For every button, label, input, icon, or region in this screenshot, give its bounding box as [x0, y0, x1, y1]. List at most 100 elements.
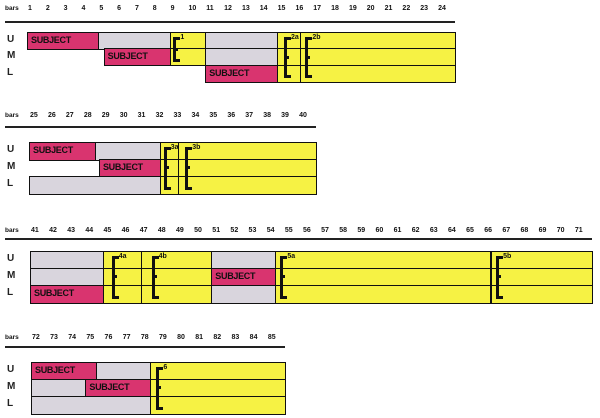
gray-segment	[211, 251, 276, 270]
episode-label: 5a	[287, 253, 296, 260]
gray-segment	[30, 251, 104, 270]
bar-number: 21	[384, 5, 393, 12]
subject-segment: SUBJECT	[29, 142, 96, 161]
bars-label: bars	[5, 5, 19, 12]
bar-number: 61	[393, 227, 402, 234]
bar-number: 63	[429, 227, 438, 234]
bar-number: 73	[50, 334, 58, 341]
bar-number: 69	[538, 227, 547, 234]
bar-number: 30	[119, 112, 128, 119]
episode-bracket-icon	[111, 256, 119, 299]
bar-number: 77	[122, 334, 131, 341]
subject-label: SUBJECT	[89, 382, 130, 392]
subject-segment: SUBJECT	[85, 379, 151, 398]
subject-segment: SUBJECT	[27, 32, 100, 50]
voice-label-u: U	[7, 253, 15, 264]
bar-number: 27	[65, 112, 74, 119]
bar-number: 14	[259, 5, 268, 12]
bar-number: 83	[231, 334, 240, 341]
subject-segment: SUBJECT	[31, 362, 98, 381]
section-rule	[5, 21, 455, 23]
bar-number: 12	[224, 5, 232, 12]
gray-segment	[29, 176, 161, 195]
bar-number: 71	[574, 227, 583, 234]
voice-label-u: U	[7, 34, 15, 45]
yellow-segment	[149, 379, 286, 398]
yellow-segment	[490, 268, 594, 287]
bar-number: 40	[299, 112, 307, 119]
bar-number: 45	[103, 227, 112, 234]
episode-bracket-icon	[173, 37, 181, 62]
bar-number: 65	[466, 227, 474, 234]
bar-number: 33	[173, 112, 182, 119]
bar-number: 50	[194, 227, 202, 234]
bar-number: 51	[212, 227, 221, 234]
bar-number: 24	[438, 5, 446, 12]
section-rule	[5, 238, 593, 240]
bar-number: 67	[502, 227, 511, 234]
episode-label: 5b	[503, 253, 512, 260]
bar-number: 60	[375, 227, 384, 234]
yellow-segment	[102, 268, 142, 287]
episode-bracket-icon	[151, 256, 159, 299]
voice-label-l: L	[7, 398, 14, 409]
subject-label: SUBJECT	[33, 145, 73, 155]
bar-number: 62	[411, 227, 420, 234]
bar-number: 68	[520, 227, 529, 234]
bar-number: 66	[484, 227, 493, 234]
subject-segment: SUBJECT	[98, 159, 161, 178]
bar-number: 13	[241, 5, 250, 12]
bar-number: 59	[357, 227, 366, 234]
bar-number: 32	[155, 112, 164, 119]
gray-segment	[205, 32, 278, 50]
episode-label: 4a	[118, 253, 127, 260]
yellow-segment	[490, 285, 594, 304]
yellow-segment	[177, 159, 318, 178]
gray-segment	[30, 268, 104, 287]
bar-number: 7	[134, 5, 139, 12]
yellow-segment	[149, 362, 286, 381]
voice-label-m: M	[7, 50, 16, 62]
subject-segment: SUBJECT	[103, 48, 171, 67]
section-rule	[5, 346, 285, 348]
bar-number: 34	[191, 112, 200, 119]
episode-bracket-icon	[163, 147, 171, 190]
episode-label: 3b	[192, 144, 201, 151]
bar-number: 55	[284, 227, 293, 234]
yellow-segment	[274, 268, 492, 287]
bar-number: 5	[99, 5, 104, 12]
episode-bracket-icon	[280, 256, 288, 299]
bar-number: 16	[295, 5, 304, 12]
episode-label: 3a	[170, 144, 179, 151]
gray-segment	[31, 396, 151, 415]
bars-label: bars	[5, 334, 19, 341]
bar-number: 53	[248, 227, 257, 234]
bar-number: 37	[245, 112, 254, 119]
bar-number: 46	[121, 227, 130, 234]
bar-number: 23	[420, 5, 429, 12]
bar-number: 84	[249, 334, 258, 341]
episode-label: 2a	[290, 34, 299, 41]
episode-label: 2b	[312, 34, 321, 41]
bar-number: 76	[104, 334, 113, 341]
gray-segment	[211, 285, 276, 304]
voice-label-m: M	[7, 381, 16, 392]
subject-segment: SUBJECT	[205, 64, 278, 83]
bar-number: 8	[152, 5, 157, 12]
bar-number: 38	[263, 112, 272, 119]
episode-label: 4b	[158, 253, 167, 260]
bars-label: bars	[5, 227, 19, 234]
bar-number: 9	[170, 5, 175, 12]
bar-number: 44	[85, 227, 94, 234]
voice-label-u: U	[7, 144, 15, 155]
bar-number: 2	[45, 5, 50, 12]
bar-number: 35	[209, 112, 218, 119]
episode-bracket-icon	[185, 147, 193, 190]
bar-number: 28	[83, 112, 92, 119]
yellow-segment	[299, 64, 456, 83]
bar-number: 57	[321, 227, 329, 234]
bar-number: 11	[206, 5, 214, 12]
bar-number: 36	[227, 112, 236, 119]
bar-number: 26	[47, 112, 56, 119]
bar-number: 54	[266, 227, 275, 234]
